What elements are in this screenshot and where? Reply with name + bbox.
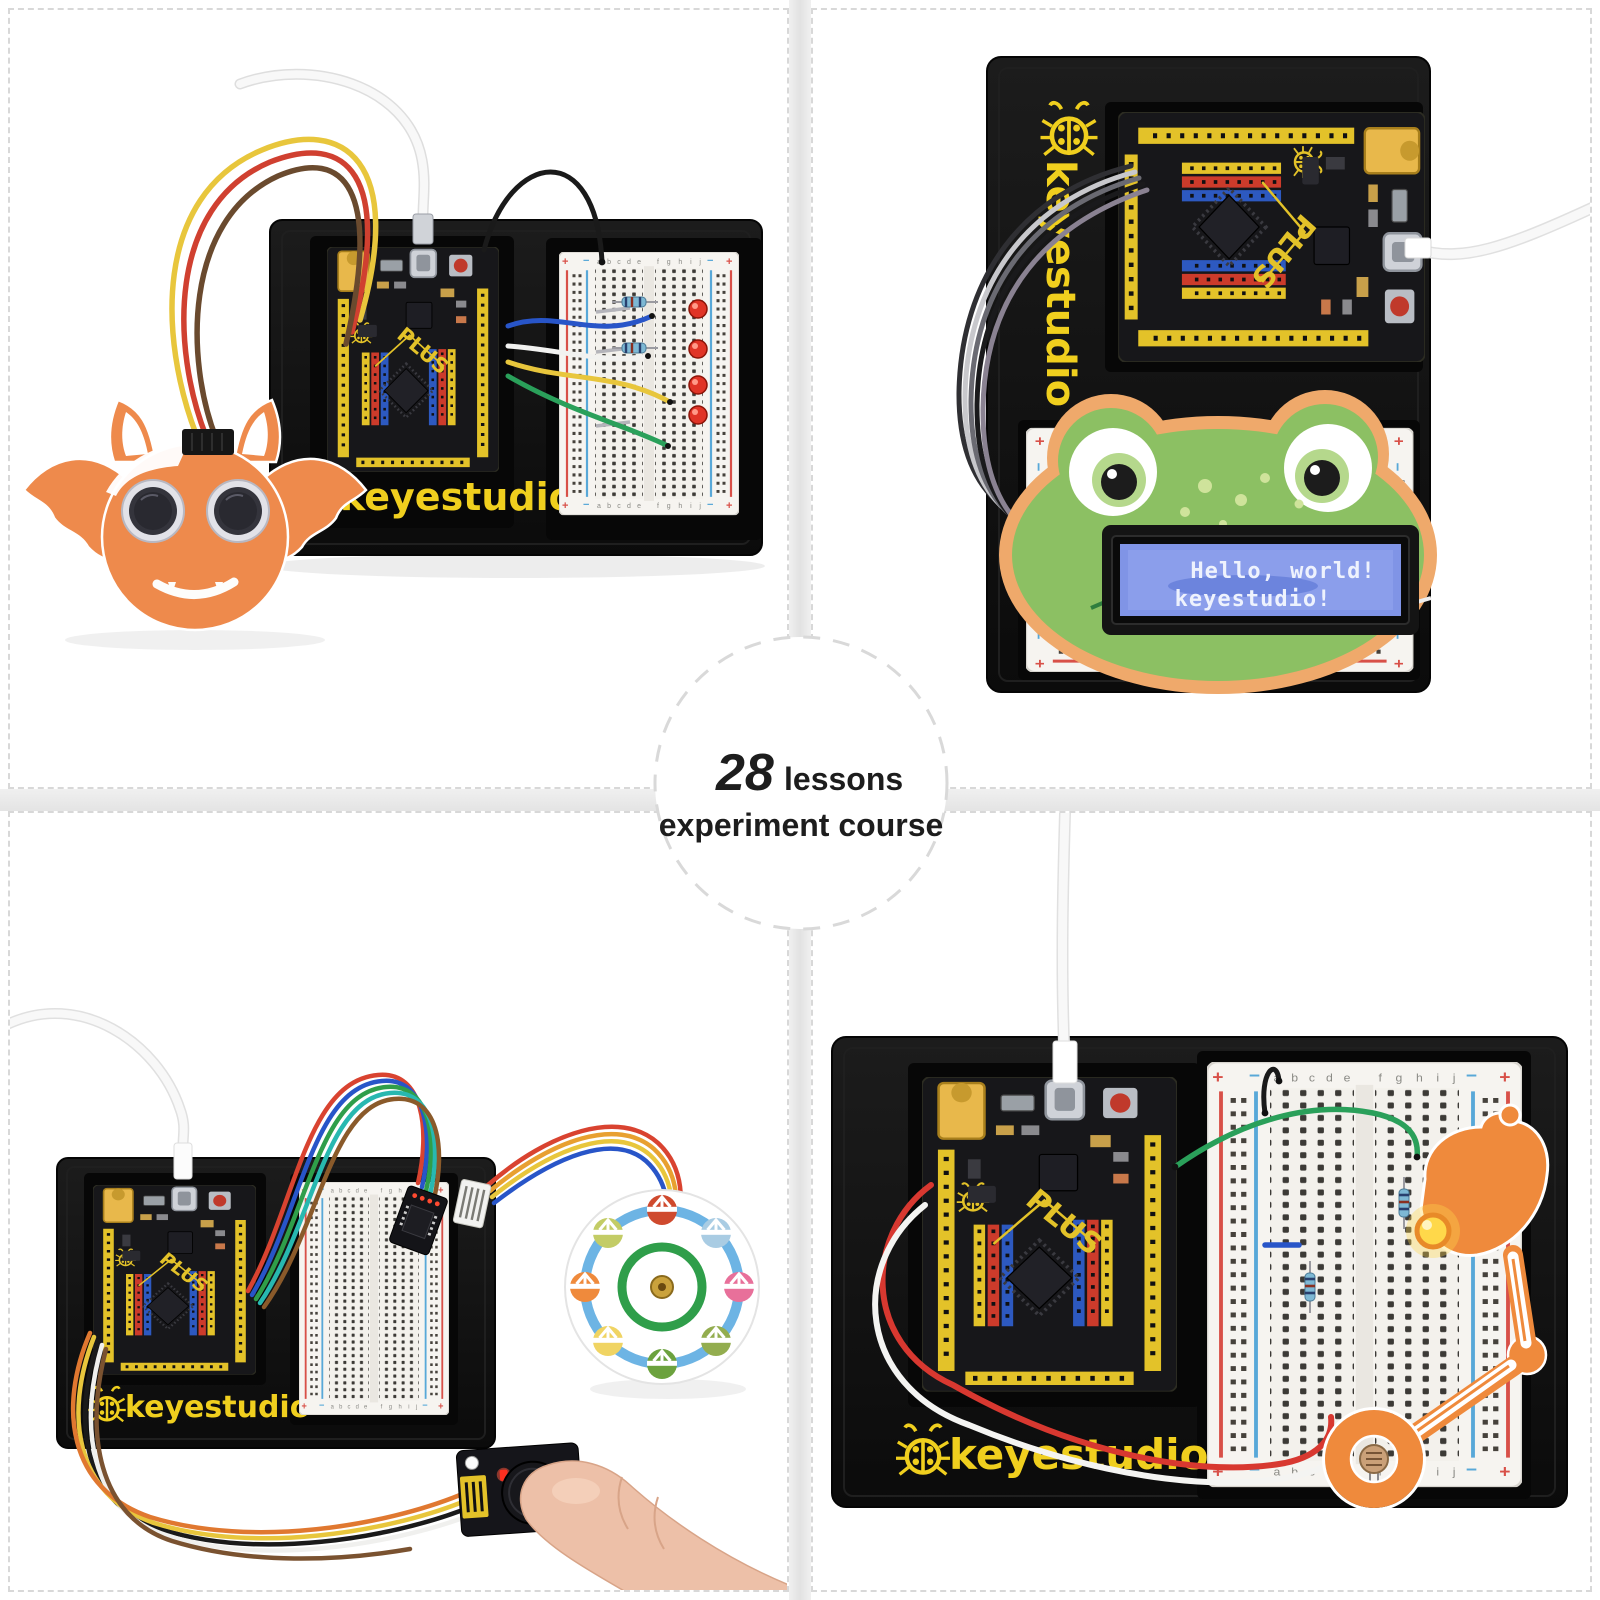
plus-board (922, 1077, 1177, 1392)
usb-plug (1052, 1040, 1078, 1084)
lcd-line1: Hello, world! (1190, 559, 1375, 584)
lamp-shade (1419, 1111, 1550, 1257)
sensor-wires (169, 136, 379, 441)
bat-smile (152, 577, 239, 599)
frog-eye-left (1069, 428, 1157, 516)
photo-ultrasonic-bat-experiment: keyestudio (22, 68, 765, 650)
ultrasonic-eye-left (121, 479, 185, 543)
course-badge: 28 lessons experiment course (650, 632, 952, 934)
bat-forehead-band (106, 443, 188, 496)
resistor (612, 296, 658, 308)
usb-cable (10, 1008, 193, 1180)
resistor (1398, 1177, 1410, 1229)
button-wires (70, 1330, 463, 1561)
tray-brand-text: keyestudio (340, 475, 575, 519)
sensor-connector (182, 429, 234, 455)
usb-cable (234, 68, 434, 245)
badge-lesson-count: 28 (715, 744, 774, 802)
usb-cable (1052, 813, 1078, 1084)
bat-fang-right (215, 582, 223, 594)
badge-circle (653, 635, 949, 931)
panel-top-right: keyestudio (811, 8, 1592, 789)
panel-bottom-right: keyestudio (811, 811, 1592, 1592)
bat-ear-right-inner (242, 412, 268, 456)
led-column (688, 299, 708, 425)
breadboard-components (595, 296, 708, 428)
usb-cable (1404, 202, 1590, 261)
jumper-wires (872, 1066, 1421, 1486)
resistor (612, 342, 658, 354)
lcd-module: Hello, world! keyestudio! (1090, 525, 1432, 635)
lamp-ring (1322, 1407, 1426, 1511)
badge-lessons-word: lessons (784, 761, 903, 797)
ultrasonic-eye-right (206, 479, 270, 543)
tray-brand-text-vertical: keyestudio (1037, 160, 1083, 407)
lamp-knob (1498, 1103, 1522, 1127)
panel-top-left: keyestudio (8, 8, 789, 789)
frog-eye-right (1284, 424, 1372, 512)
tray-brand-text: keyestudio (949, 1430, 1208, 1479)
breadboard (559, 252, 739, 516)
usb-plug (173, 1142, 193, 1180)
driver-module (389, 1185, 448, 1256)
tray-brand-text: keyestudio (125, 1390, 310, 1425)
ferris-wheel-cutout (564, 1189, 760, 1399)
plus-board (327, 247, 499, 472)
lamp-arm-lower (1401, 1355, 1525, 1447)
plus-board (93, 1185, 256, 1375)
badge-subtitle: experiment course (659, 807, 944, 843)
photo-lcd-frog-experiment: keyestudio (956, 56, 1590, 694)
panel-bottom-left: keyestudio (8, 811, 789, 1592)
finger (519, 1460, 787, 1590)
resistor (1304, 1261, 1316, 1313)
photo-photoresistor-lamp-experiment: keyestudio (831, 813, 1568, 1511)
wheel-green-ring (617, 1242, 707, 1332)
lamp-arm-upper (1503, 1245, 1537, 1357)
jumper-wires (481, 169, 673, 449)
lcd-line2: keyestudio! (1175, 587, 1332, 612)
bat-fang-left (168, 582, 176, 594)
frog-lcd-cutout: Hello, world! keyestudio! (999, 390, 1437, 694)
bat-ultrasonic-cutout (22, 398, 368, 650)
plus-board-rotated (1118, 112, 1425, 362)
lamp-bulb (1406, 1204, 1460, 1258)
usb-plug (1404, 237, 1432, 259)
bat-ear-left-inner (122, 412, 148, 456)
jst-connector-module (452, 1179, 492, 1229)
lamp-cutout (1322, 1103, 1550, 1511)
usb-plug (412, 213, 434, 245)
photo-motor-ferris-wheel-experiment: keyestudio (10, 1008, 787, 1590)
